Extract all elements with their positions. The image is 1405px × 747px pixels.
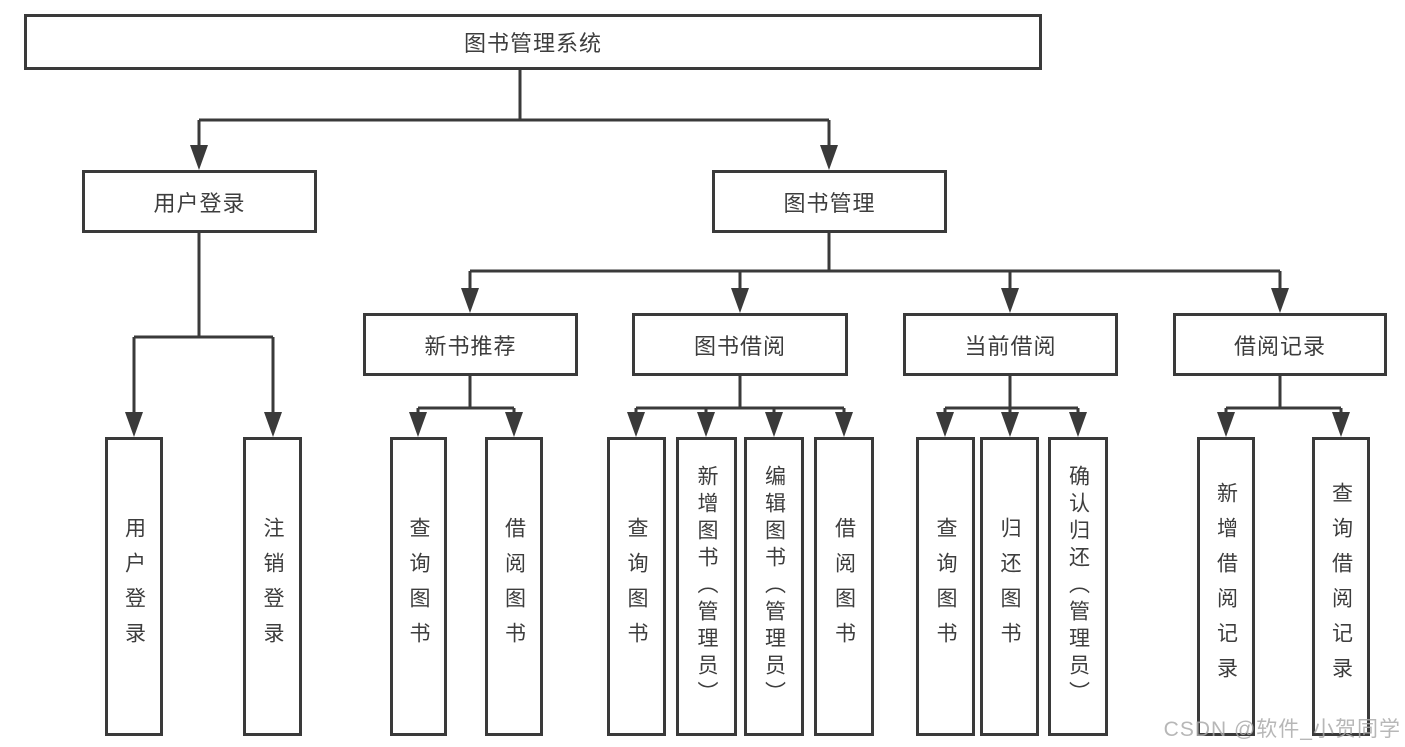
node-label: 当前借阅 (964, 333, 1057, 359)
node-label: 图书借阅 (693, 333, 786, 359)
leaf-return-books: 归还图书 (980, 437, 1039, 736)
node-label: 归还图书 (998, 516, 1021, 657)
node-label: 查询图书 (625, 516, 648, 657)
csdn-watermark: CSDN @软件_小贺同学 (1163, 718, 1401, 741)
node-user-login: 用户登录 (82, 170, 317, 233)
leaf-query-books-3: 查询图书 (916, 437, 975, 736)
node-label: 用户登录 (122, 516, 146, 657)
leaf-logout: 注销登录 (243, 437, 302, 736)
leaf-query-books-2: 查询图书 (607, 437, 666, 736)
node-label: 借阅图书 (502, 516, 526, 657)
node-label: 借阅记录 (1233, 333, 1326, 359)
node-label: 图书管理系统 (463, 31, 602, 56)
node-borrowing-records: 借阅记录 (1173, 313, 1387, 376)
node-label: 查询图书 (934, 516, 957, 657)
node-label: 查询借阅记录 (1329, 481, 1353, 692)
node-label: 确认归还（管理员） (1066, 465, 1090, 708)
node-label: 用户登录 (153, 190, 246, 216)
arrowhead-icons (125, 145, 1350, 437)
leaf-user-login: 用户登录 (105, 437, 163, 736)
leaf-add-borrow-record: 新增借阅记录 (1197, 437, 1255, 736)
leaf-borrow-books-2: 借阅图书 (814, 437, 874, 736)
node-label: 注销登录 (261, 516, 284, 657)
node-label: 新书推荐 (424, 333, 517, 359)
node-label: 查询图书 (407, 516, 430, 657)
node-root-library-system: 图书管理系统 (24, 14, 1042, 70)
node-current-borrowing: 当前借阅 (903, 313, 1118, 376)
node-label: 编辑图书（管理员） (762, 465, 786, 708)
node-book-management: 图书管理 (712, 170, 947, 233)
node-label: 新增图书（管理员） (695, 465, 718, 708)
leaf-confirm-return-admin: 确认归还（管理员） (1048, 437, 1108, 736)
node-label: 借阅图书 (832, 516, 856, 657)
leaf-borrow-books-1: 借阅图书 (485, 437, 543, 736)
node-book-borrowing: 图书借阅 (632, 313, 848, 376)
node-new-book-recommend: 新书推荐 (363, 313, 578, 376)
node-label: 新增借阅记录 (1214, 481, 1238, 692)
leaf-query-books-1: 查询图书 (390, 437, 447, 736)
leaf-query-borrow-record: 查询借阅记录 (1312, 437, 1370, 736)
node-label: 图书管理 (783, 190, 876, 216)
leaf-add-books-admin: 新增图书（管理员） (676, 437, 737, 736)
leaf-edit-books-admin: 编辑图书（管理员） (744, 437, 804, 736)
